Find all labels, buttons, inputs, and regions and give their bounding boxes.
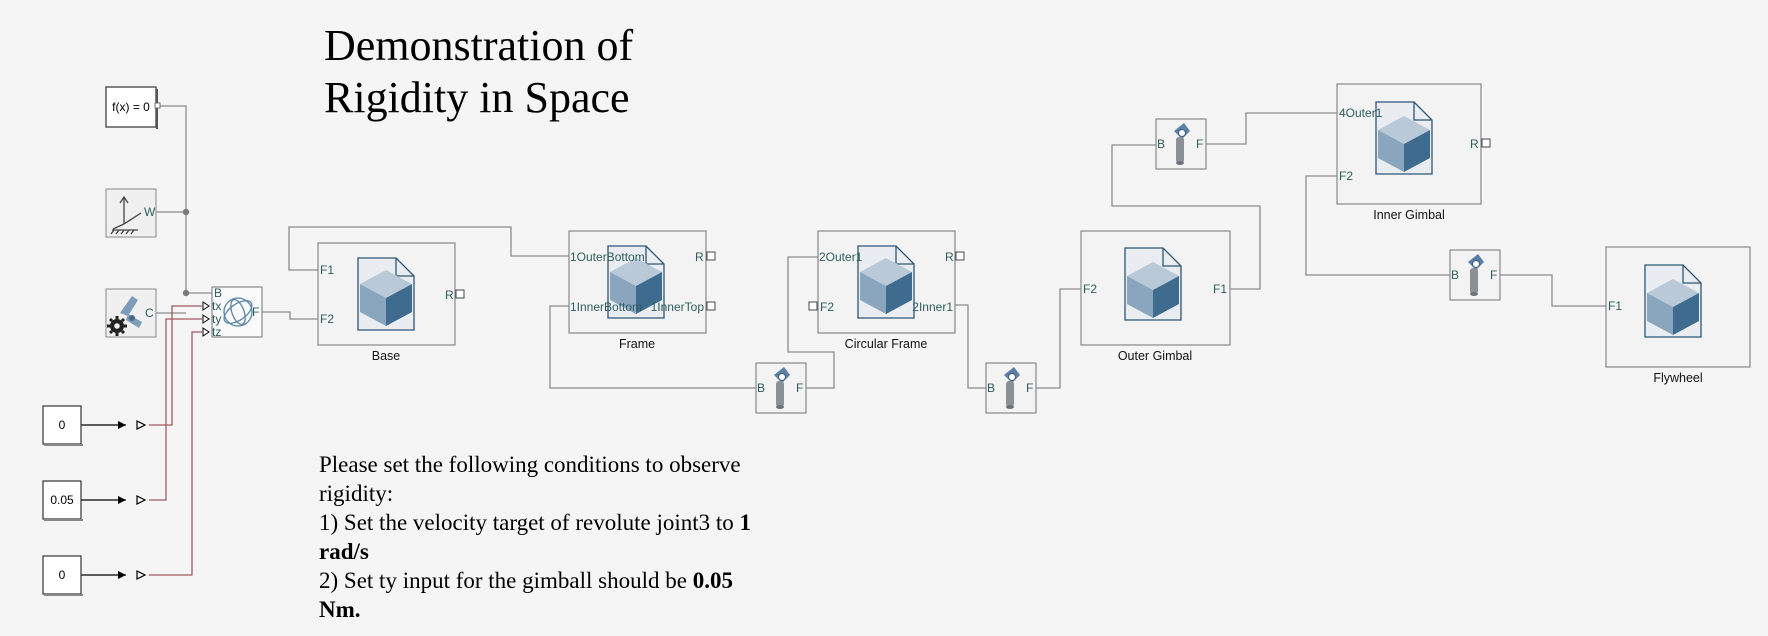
gimbal-joint-block[interactable]: B tx ty tz F [202, 286, 263, 339]
wire-joint2-outer [1034, 288, 1081, 389]
physical-connections [156, 105, 1606, 389]
circular-port-r: R [945, 250, 954, 264]
frame-port-r: R [695, 250, 704, 264]
wire-joint3-inner [1203, 112, 1337, 145]
gimbal-icon [223, 297, 253, 327]
world-frame-icon [110, 195, 142, 235]
constant-block-1[interactable]: 0 [42, 405, 83, 446]
wire-joint1-circular [787, 256, 835, 389]
circular-frame-block[interactable]: 2Outer1 F2 2Inner1 R Circular Frame [808, 230, 965, 351]
wire-outer-joint3 [1111, 144, 1261, 290]
wire-frame-innerbottom [549, 305, 756, 389]
frame-port-innertop: 1InnerTop [651, 300, 705, 314]
joint3-port-b: B [1157, 137, 1165, 151]
note-line-4: rad/s [319, 537, 839, 566]
inner-gimbal-caption: Inner Gimbal [1373, 208, 1445, 222]
wire-joint4-flywheel [1499, 274, 1606, 307]
world-frame-block[interactable]: W [105, 188, 157, 238]
gimbal-port-tx: tx [212, 299, 221, 313]
solver-configuration-block[interactable]: f(x) = 0 [105, 86, 161, 129]
wire-solver [156, 105, 187, 292]
base-block[interactable]: F1 F2 R Base [317, 242, 465, 363]
revolute-joint-2[interactable]: B F [985, 362, 1037, 414]
config-port-label: C [145, 306, 154, 320]
wire-circular-joint2 [955, 304, 986, 389]
flywheel-caption: Flywheel [1653, 371, 1702, 385]
wire-inner-joint4 [1305, 175, 1450, 276]
note-line-2: rigidity: [319, 481, 394, 506]
joint3-port-f: F [1196, 137, 1203, 151]
constant-block-3[interactable]: 0 [42, 555, 83, 596]
velocity-unit: rad/s [319, 539, 369, 564]
constant-2-value: 0.05 [50, 493, 74, 507]
world-port-label: W [144, 205, 156, 219]
joint1-port-b: B [757, 381, 765, 395]
torque-unit: Nm. [319, 597, 361, 622]
inner-gimbal-block[interactable]: 4Outer1 F2 R Inner Gimbal [1336, 83, 1491, 222]
gear-icon [107, 316, 127, 336]
inner-gimbal-port-f2: F2 [1339, 169, 1353, 183]
note-line-3: 1) Set the velocity target of revolute j… [319, 510, 752, 535]
circular-port-inner1: 2Inner1 [912, 300, 953, 314]
diagram-title: Demonstration of Rigidity in Space [324, 20, 633, 124]
revolute-joint-1[interactable]: B F [755, 362, 807, 414]
ps-converters [136, 420, 147, 580]
junction-dots [182, 208, 190, 297]
torque-value: 0.05 [692, 568, 733, 593]
circular-port-f2: F2 [820, 300, 834, 314]
inner-gimbal-port-r: R [1470, 137, 1479, 151]
outer-gimbal-port-f2: F2 [1083, 282, 1097, 296]
frame-caption: Frame [619, 337, 655, 351]
wire-base-f1 [288, 226, 569, 271]
base-port-f1: F1 [320, 263, 334, 277]
note-line-5: 2) Set ty input for the gimball should b… [319, 568, 733, 593]
joint1-port-f: F [796, 381, 803, 395]
joint4-port-f: F [1490, 268, 1497, 282]
circular-port-outer1: 2Outer1 [819, 250, 863, 264]
wire-gimbal-f-base-f2 [262, 311, 318, 320]
gimbal-port-b: B [214, 286, 222, 300]
constant-block-2[interactable]: 0.05 [42, 480, 83, 521]
mechanism-configuration-block[interactable]: C [105, 288, 157, 338]
robot-arm-icon [120, 296, 142, 328]
title-line-2: Rigidity in Space [324, 73, 630, 122]
solver-label: f(x) = 0 [112, 100, 150, 114]
base-caption: Base [372, 349, 401, 363]
flywheel-port-f1: F1 [1608, 299, 1622, 313]
signal-connections [81, 305, 202, 579]
note-line-6: Nm. [319, 595, 839, 624]
frame-port-outerbottom: 1OuterBottom [570, 250, 645, 264]
joint2-port-f: F [1026, 381, 1033, 395]
joint4-port-b: B [1451, 268, 1459, 282]
outer-gimbal-caption: Outer Gimbal [1118, 349, 1192, 363]
frame-port-innerbottom: 1InnerBottom [570, 300, 642, 314]
note-line-1: Please set the following conditions to o… [319, 452, 741, 477]
outer-gimbal-port-f1: F1 [1213, 282, 1227, 296]
base-port-r: R [445, 288, 454, 302]
flywheel-block[interactable]: F1 Flywheel [1605, 246, 1751, 385]
revolute-joint-3[interactable]: B F [1155, 118, 1207, 170]
instructions-note: Please set the following conditions to o… [319, 450, 839, 624]
constant-3-value: 0 [59, 568, 66, 582]
gimbal-port-ty: ty [212, 312, 221, 326]
circular-frame-caption: Circular Frame [845, 337, 928, 351]
constant-1-value: 0 [59, 418, 66, 432]
gimbal-port-f: F [252, 305, 259, 319]
velocity-value: 1 [739, 510, 752, 535]
frame-block[interactable]: 1OuterBottom 1InnerBottom 1InnerTop R Fr… [568, 230, 716, 351]
joint2-port-b: B [987, 381, 995, 395]
inner-gimbal-port-outer1: 4Outer1 [1339, 106, 1383, 120]
gimbal-port-tz: tz [212, 325, 221, 339]
base-port-f2: F2 [320, 312, 334, 326]
revolute-joint-4[interactable]: B F [1449, 249, 1501, 301]
outer-gimbal-block[interactable]: F2 F1 Outer Gimbal [1080, 230, 1231, 363]
title-line-1: Demonstration of [324, 21, 634, 70]
